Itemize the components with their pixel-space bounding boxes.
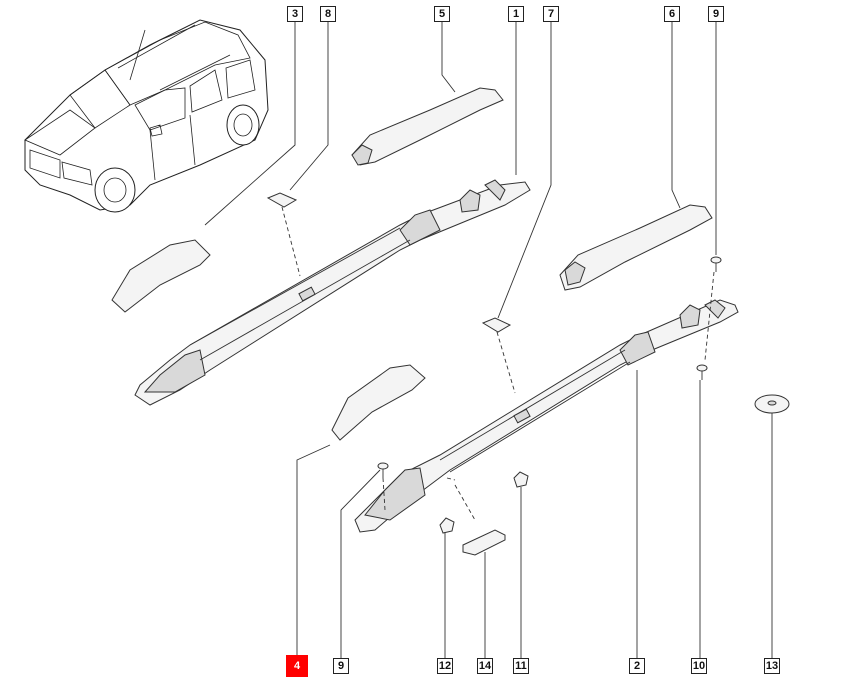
callout-12[interactable]: 12 <box>437 658 453 674</box>
callout-7[interactable]: 7 <box>543 6 559 22</box>
roof-rail-right[interactable] <box>354 299 739 533</box>
callout-5[interactable]: 5 <box>434 6 450 22</box>
screw-9-lower[interactable] <box>377 462 389 478</box>
end-cover-rear-right-tip <box>564 261 586 286</box>
small-cap-right[interactable] <box>481 317 512 333</box>
callout-14[interactable]: 14 <box>477 658 493 674</box>
callout-9-top[interactable]: 9 <box>708 6 724 22</box>
callout-8[interactable]: 8 <box>320 6 336 22</box>
end-cover-rear-left[interactable] <box>351 87 504 166</box>
end-cover-front-right[interactable] <box>331 364 426 441</box>
callout-6[interactable]: 6 <box>664 6 680 22</box>
callout-11[interactable]: 11 <box>513 658 529 674</box>
roof-rail-left[interactable] <box>134 179 531 406</box>
callout-3[interactable]: 3 <box>287 6 303 22</box>
end-cover-front-left[interactable] <box>111 239 211 313</box>
clip-12[interactable] <box>439 517 455 534</box>
callout-1[interactable]: 1 <box>508 6 524 22</box>
callout-9-bottom[interactable]: 9 <box>333 658 349 674</box>
callout-2[interactable]: 2 <box>629 658 645 674</box>
end-cover-rear-right[interactable] <box>559 204 713 291</box>
clip-11[interactable] <box>513 471 529 488</box>
callout-10[interactable]: 10 <box>691 658 707 674</box>
pad-14[interactable] <box>462 529 506 556</box>
screw-10[interactable] <box>696 364 708 380</box>
callout-13[interactable]: 13 <box>764 658 780 674</box>
screw-9-upper[interactable] <box>710 256 722 272</box>
end-cover-rear-left-tip <box>351 144 373 166</box>
small-cap-left[interactable] <box>266 192 298 208</box>
washer-13[interactable] <box>754 394 790 414</box>
leader-lines <box>204 22 773 658</box>
callout-4-selected[interactable]: 4 <box>288 657 306 675</box>
vehicle-illustration <box>24 19 269 213</box>
